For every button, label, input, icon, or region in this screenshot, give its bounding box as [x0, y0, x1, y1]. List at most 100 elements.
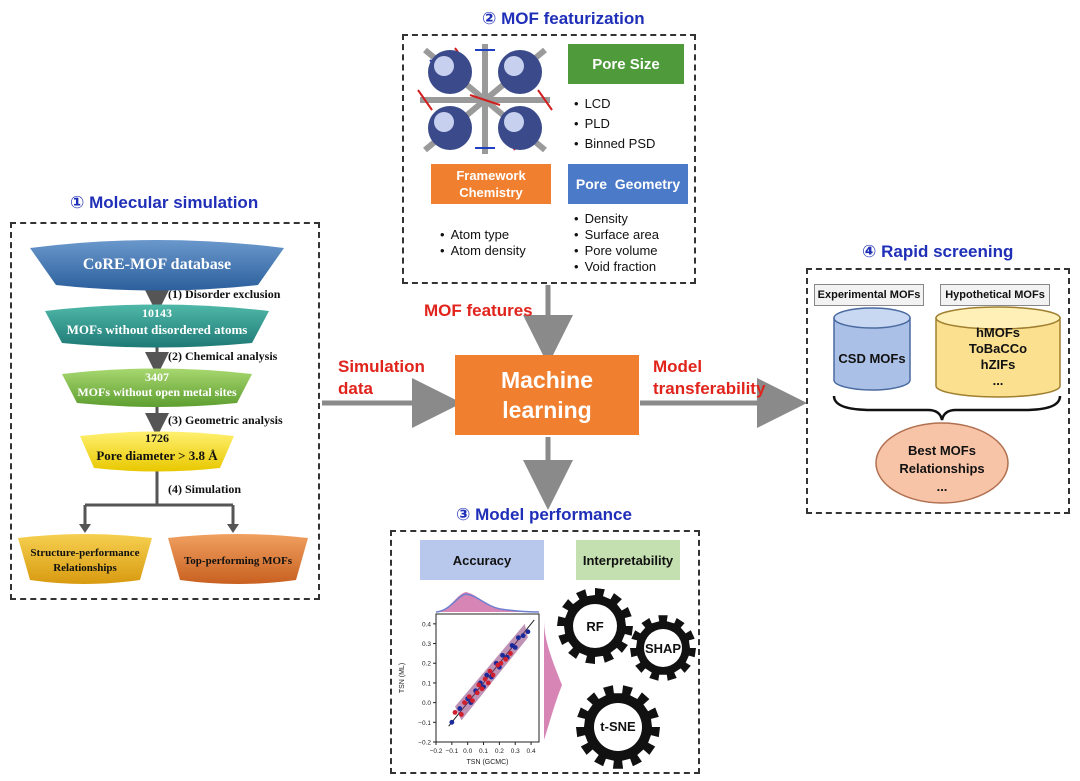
level3-count: 1726	[145, 431, 169, 445]
x-tick-label: 0.0	[463, 748, 472, 755]
gear-shap-hub	[644, 629, 682, 667]
data-point	[470, 698, 475, 704]
funnel-level-2	[62, 368, 252, 407]
pore-geometry-item: Pore volume	[574, 243, 659, 259]
x-tick-label: 0.2	[495, 748, 504, 755]
x-tick-label: 0.1	[479, 748, 488, 755]
data-point	[525, 629, 531, 635]
x-tick-label: 0.4	[527, 748, 536, 755]
data-point	[452, 710, 458, 715]
step2-label: (2) Chemical analysis	[168, 349, 278, 363]
funnel-out-right	[168, 534, 308, 584]
gear-rf-hub	[573, 604, 617, 648]
y-tick-label: −0.1	[418, 720, 431, 727]
data-point	[516, 635, 521, 641]
data-point	[508, 650, 513, 656]
gears-illustration	[557, 588, 696, 769]
out-right-label: Top-performing MOFs	[183, 555, 293, 567]
level2-count: 3407	[145, 370, 169, 384]
gear-label-shap: SHAP	[644, 641, 682, 656]
level3-text: Pore diameter > 3.8 Å	[96, 448, 218, 463]
top-density	[436, 592, 539, 612]
section3-title: ③ Model performance	[456, 505, 632, 524]
gear-label-rf: RF	[586, 619, 604, 634]
section2-box	[402, 34, 696, 284]
data-point	[482, 676, 488, 682]
sim-line2: data	[338, 379, 373, 398]
y-tick-label: 0.3	[422, 641, 431, 648]
data-point	[449, 719, 455, 725]
data-point	[462, 700, 467, 706]
plot-frame	[435, 613, 540, 743]
pore-geometry-tag: Pore Geometry	[568, 164, 688, 204]
interpretability-tag: Interpretability	[576, 540, 680, 580]
data-point	[474, 690, 480, 696]
y-tick-label: −0.2	[418, 740, 431, 747]
framework-list: Atom type Atom density	[440, 227, 526, 259]
section3-box	[390, 530, 700, 774]
x-tick-label: −0.2	[430, 748, 443, 755]
mof-features-label: MOF features	[424, 301, 533, 320]
experimental-tag: Experimental MOFs	[814, 284, 924, 306]
funnel-out-left	[18, 534, 152, 584]
model-line1: Model	[653, 357, 703, 376]
level2-text: MOFs without open metal sites	[77, 385, 237, 399]
y-tick-label: 0.2	[422, 661, 431, 668]
accuracy-tag: Accuracy	[420, 540, 544, 580]
data-point	[485, 680, 491, 686]
y-axis-label: TSN (ML)	[399, 663, 406, 693]
gear-tsne-hub	[594, 703, 642, 751]
funnel-level-3	[80, 431, 234, 472]
hypo-list: hMOFs ToBaCCo hZIFs ...	[936, 325, 1060, 389]
section1-title: ① Molecular simulation	[70, 193, 259, 212]
hypothetical-tag: Hypothetical MOFs	[940, 284, 1050, 306]
pore-size-tag: Pore Size	[568, 44, 684, 84]
pore-geometry-list: Density Surface area Pore volume Void fr…	[574, 211, 659, 275]
data-point	[487, 668, 493, 674]
level1-text: MOFs without disordered atoms	[66, 322, 248, 337]
hypo-item: hZIFs	[980, 357, 1016, 372]
step3-label: (3) Geometric analysis	[168, 413, 283, 427]
pore-geometry-item: Density	[574, 211, 659, 227]
data-point	[490, 672, 496, 678]
x-tick-label: 0.3	[511, 748, 520, 755]
level1-count: 10143	[142, 306, 172, 320]
step4-label: (4) Simulation	[168, 482, 242, 496]
best-line1: Best MOFs	[908, 443, 976, 458]
data-point	[512, 645, 518, 650]
database-label: CoRE-MOF database	[82, 256, 232, 273]
screening-shapes	[832, 306, 1062, 504]
x-tick-label: −0.1	[445, 748, 458, 755]
funnel-shapes	[18, 240, 308, 584]
framework-line1: Framework	[456, 168, 526, 183]
ml-line1: Machine	[500, 367, 594, 393]
hypo-item: hMOFs	[975, 325, 1021, 340]
data-point	[503, 656, 509, 662]
funnel-level-1	[45, 304, 269, 348]
pore-size-list: LCD PLD Binned PSD	[574, 94, 656, 154]
data-point	[458, 712, 464, 717]
best-line3: ...	[936, 479, 948, 494]
framework-chemistry-tag: Framework Chemistry	[431, 164, 551, 204]
sim-line1: Simulation	[338, 357, 425, 376]
data-point	[476, 682, 482, 688]
funnel-branch	[83, 470, 235, 528]
best-mofs-label: Best MOFs Relationships ...	[876, 442, 1008, 496]
hypo-item: ToBaCCo	[968, 341, 1028, 356]
right-density	[544, 620, 562, 740]
best-line2: Relationships	[899, 461, 985, 476]
pore-size-item: Binned PSD	[574, 134, 656, 154]
hypo-item: ...	[992, 373, 1004, 388]
y-tick-label: 0.1	[422, 680, 431, 687]
mof-structure-icon	[410, 40, 560, 158]
data-point	[457, 706, 463, 711]
framework-item: Atom type	[440, 227, 526, 243]
machine-learning-box: Machine learning	[455, 355, 639, 435]
simulation-data-label: Simulation data	[338, 356, 425, 400]
step1-label: (1) Disorder exclusion	[168, 287, 281, 301]
out-left-line1: Structure-performance	[30, 547, 140, 559]
data-point	[479, 686, 485, 692]
framework-line2: Chemistry	[459, 185, 523, 200]
framework-item: Atom density	[440, 243, 526, 259]
